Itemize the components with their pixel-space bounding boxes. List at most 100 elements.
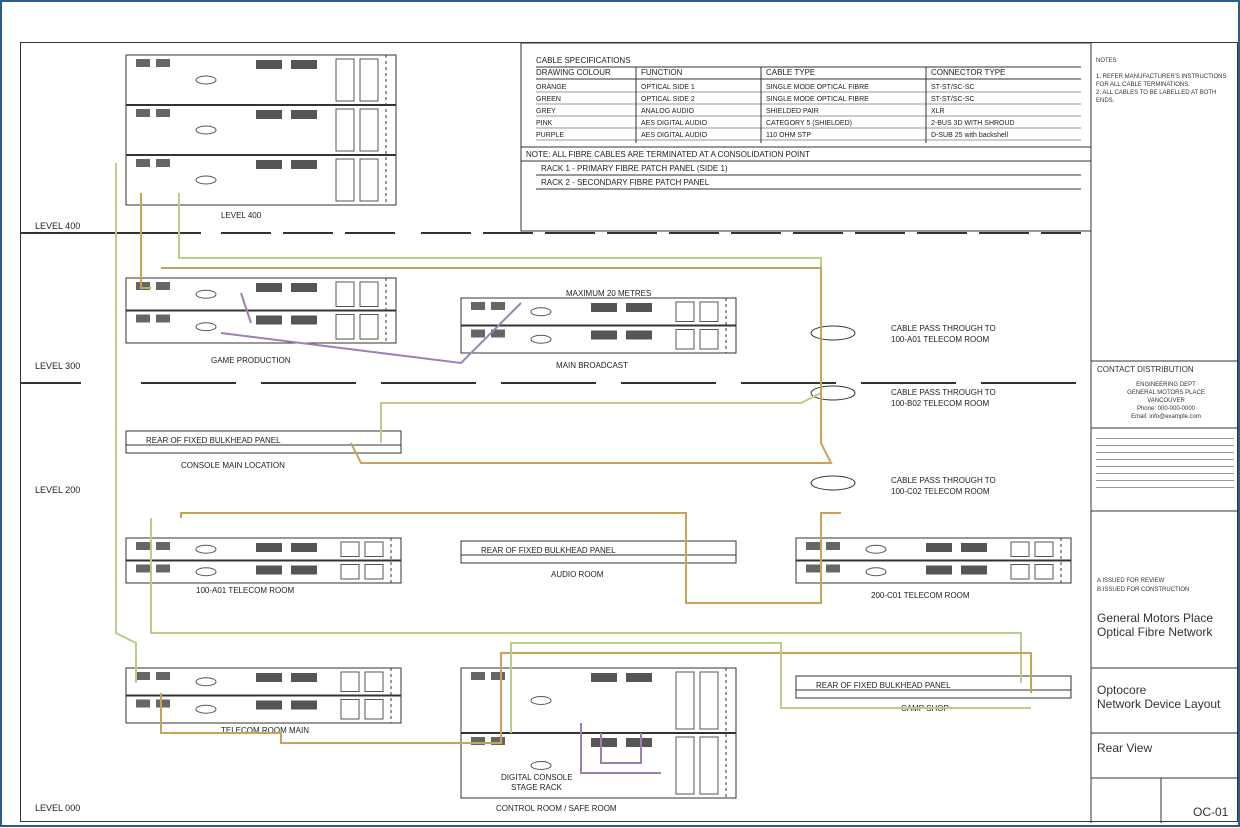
device-label: 200-C01 TELECOM ROOM [871, 591, 970, 600]
socket-panel [335, 281, 355, 307]
socket-panel [675, 671, 695, 730]
socket-panel [1010, 541, 1030, 557]
port-module [491, 737, 505, 745]
connector [530, 307, 552, 317]
spec-header: FUNCTION [641, 68, 683, 77]
port-module [156, 672, 170, 680]
socket-panel [335, 158, 355, 202]
socket-panel [699, 671, 719, 730]
device-label: CONTROL ROOM / SAFE ROOM [496, 804, 617, 813]
view-name: Rear View [1097, 741, 1153, 755]
equipment-rack [460, 297, 737, 354]
spec-cell: ANALOG AUDIO [641, 108, 694, 115]
connector [530, 334, 552, 344]
device-label: AUDIO ROOM [551, 570, 604, 579]
port-module [491, 302, 505, 310]
card-module [256, 110, 282, 119]
connector [195, 322, 217, 332]
port-module [156, 109, 170, 117]
port-module [491, 672, 505, 680]
spec-cell: CATEGORY 5 (SHIELDED) [766, 120, 852, 127]
card-module [256, 160, 282, 169]
notes-text: 1. REFER MANUFACTURER'S INSTRUCTIONS FOR… [1096, 74, 1227, 104]
spec-cell: 2-BUS 3D WITH SHROUD [931, 120, 1015, 127]
connector [530, 761, 552, 770]
contact-line: VANCOUVER [1147, 398, 1185, 404]
equipment-rack [125, 537, 402, 584]
device-label: CONSOLE MAIN LOCATION [181, 461, 285, 470]
spec-cell: ORANGE [536, 84, 567, 91]
contact-line: ENGINEERING DEPT [1136, 382, 1196, 388]
socket-panel [340, 541, 360, 557]
notes-block: NOTES 1. REFER MANUFACTURER'S INSTRUCTIO… [1096, 49, 1234, 113]
card-module [256, 60, 282, 69]
socket-panel [364, 541, 384, 557]
connector [195, 289, 217, 299]
spec-cell: PURPLE [536, 132, 564, 139]
port-module [136, 109, 150, 117]
equipment-rack [460, 667, 737, 799]
port-module [471, 672, 485, 680]
card-module [926, 565, 952, 575]
port-module [826, 564, 840, 573]
card-module [291, 60, 317, 69]
port-module [471, 329, 485, 338]
socket-panel [335, 108, 355, 152]
card-module [256, 700, 282, 710]
socket-panel [335, 314, 355, 340]
contact-line: Email: info@example.com [1131, 414, 1201, 420]
card-module [961, 565, 987, 575]
level-label: LEVEL 400 [35, 221, 80, 231]
spec-cell: XLR [931, 108, 945, 115]
drawing-sheet: LEVEL 400 LEVEL 300 LEVEL 200 LEVEL 000 … [20, 42, 1239, 823]
device-label: MAXIMUM 20 METRES [566, 289, 651, 298]
panel-label: REAR OF FIXED BULKHEAD PANEL [816, 681, 951, 690]
port-module [136, 564, 150, 573]
connector [195, 704, 217, 714]
level-labels: LEVEL 400 LEVEL 300 LEVEL 200 LEVEL 000 [35, 221, 80, 813]
port-module [826, 542, 840, 550]
socket-panel [359, 58, 379, 102]
socket-panel [364, 564, 384, 580]
connector [195, 544, 217, 554]
notes-header: NOTES [1096, 58, 1117, 64]
contact-line: Phone: 000-000-0000 [1136, 406, 1196, 412]
device-label: 100-A01 TELECOM ROOM [196, 586, 294, 595]
port-module [136, 59, 150, 67]
card-module [626, 330, 652, 340]
socket-panel [340, 564, 360, 580]
equipment-rack [795, 537, 1072, 584]
card-module [291, 565, 317, 575]
socket-panel [675, 329, 695, 350]
cable-run [161, 267, 833, 464]
spec-cell: PINK [536, 120, 553, 127]
spec-cell: SINGLE MODE OPTICAL FIBRE [766, 84, 869, 91]
cable-run [140, 193, 151, 289]
device-label: LEVEL 400 [221, 211, 262, 220]
disclaimer-block [1096, 435, 1234, 505]
cable-run [220, 302, 522, 365]
revision-row: B ISSUED FOR CONSTRUCTION [1097, 587, 1190, 593]
card-module [926, 543, 952, 552]
cable-run [510, 642, 1031, 733]
port-module [136, 159, 150, 167]
cable-runs [115, 163, 1032, 774]
card-module [591, 330, 617, 340]
socket-panel [359, 314, 379, 340]
card-module [626, 673, 652, 682]
socket-panel [364, 699, 384, 720]
spec-title: CABLE SPECIFICATIONS [536, 56, 631, 65]
spec-cell: GREY [536, 108, 556, 115]
spec-cell: GREEN [536, 96, 561, 103]
port-module [156, 159, 170, 167]
port-module [491, 329, 505, 338]
card-module [591, 303, 617, 312]
card-module [591, 673, 617, 682]
level-label: LEVEL 300 [35, 361, 80, 371]
cable-run [150, 518, 1022, 683]
equipment-rack [125, 667, 402, 724]
